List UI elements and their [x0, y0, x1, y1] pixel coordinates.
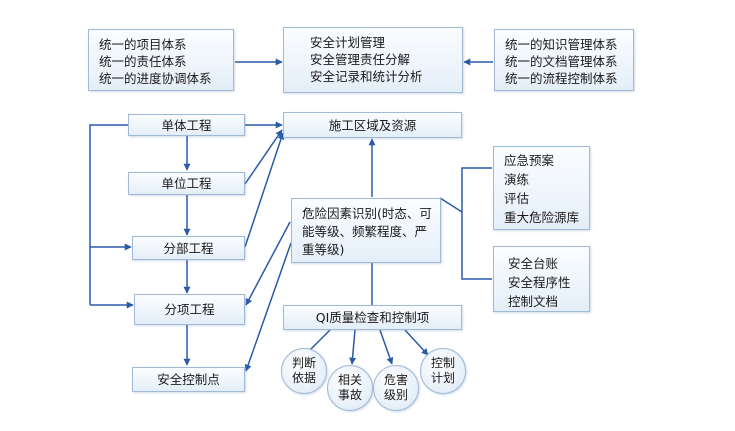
arrow-qi-level [379, 329, 394, 365]
ledger-box: 安全台账 安全程序性 控制文档 [493, 246, 590, 312]
emergency-line-2: 演练 [504, 172, 530, 187]
center-top-line-2: 安全管理责任分解 [310, 52, 411, 67]
ledger-line-2: 安全程序性 [508, 275, 571, 290]
right-bracket-connector [439, 197, 463, 213]
emergency-line-3: 评估 [504, 191, 530, 206]
circle-judge-basis: 判断依据 [281, 348, 327, 394]
circle-hazard-level-label: 危害级别 [383, 373, 408, 402]
arrow-qi-accident [349, 329, 357, 365]
left-top-line-1: 统一的项目体系 [99, 37, 187, 52]
arrow-fenbu-area [244, 132, 285, 248]
left-bracket-line [89, 124, 128, 305]
arrow-hazard-fenxiang [245, 221, 291, 306]
circle-related-accident: 相关事故 [327, 365, 373, 411]
ledger-line-1: 安全台账 [508, 256, 559, 271]
fenbu-gongcheng-box: 分部工程 [132, 236, 245, 260]
right-top-line-3: 统一的流程控制体系 [505, 71, 618, 86]
hazard-identification-box: 危险因素识别(时态、可能等级、频繁程度、严重等级) [291, 198, 441, 263]
arrow-danwei-area [244, 129, 283, 185]
left-top-line-2: 统一的责任体系 [99, 54, 187, 69]
right-bracket-line [461, 167, 492, 280]
circle-hazard-level: 危害级别 [373, 365, 419, 411]
qi-quality-box: QI质量检查和控制项 [283, 305, 462, 330]
emergency-box: 应急预案 演练 评估 重大危险源库 [493, 146, 590, 230]
circle-judge-basis-label: 判断依据 [291, 356, 316, 385]
circle-control-plan-label: 控制计划 [430, 356, 455, 385]
center-top-line-3: 安全记录和统计分析 [310, 69, 423, 84]
ledger-line-3: 控制文档 [508, 294, 559, 309]
right-top-line-1: 统一的知识管理体系 [505, 37, 618, 52]
danwei-gongcheng-box: 单位工程 [128, 172, 245, 195]
left-top-box: 统一的项目体系 统一的责任体系 统一的进度协调体系 [88, 29, 234, 91]
emergency-line-1: 应急预案 [504, 153, 555, 168]
right-top-box: 统一的知识管理体系 统一的文档管理体系 统一的流程控制体系 [494, 29, 634, 91]
center-top-box: 安全计划管理 安全管理责任分解 安全记录和统计分析 [283, 27, 463, 93]
left-top-line-3: 统一的进度协调体系 [99, 71, 212, 86]
circle-control-plan: 控制计划 [420, 348, 466, 394]
shigong-quyu-box: 施工区域及资源 [283, 112, 462, 138]
arrow-hazard-kongzhi [244, 242, 292, 372]
anquan-kongzhidian-box: 安全控制点 [132, 367, 245, 392]
circle-related-accident-label: 相关事故 [337, 373, 362, 402]
arrow-qi-plan [404, 329, 429, 356]
danti-gongcheng-box: 单体工程 [128, 114, 245, 136]
emergency-line-4: 重大危险源库 [504, 210, 580, 225]
fenxiang-gongcheng-box: 分项工程 [134, 294, 245, 325]
center-top-line-1: 安全计划管理 [310, 35, 386, 50]
right-top-line-2: 统一的文档管理体系 [505, 54, 618, 69]
